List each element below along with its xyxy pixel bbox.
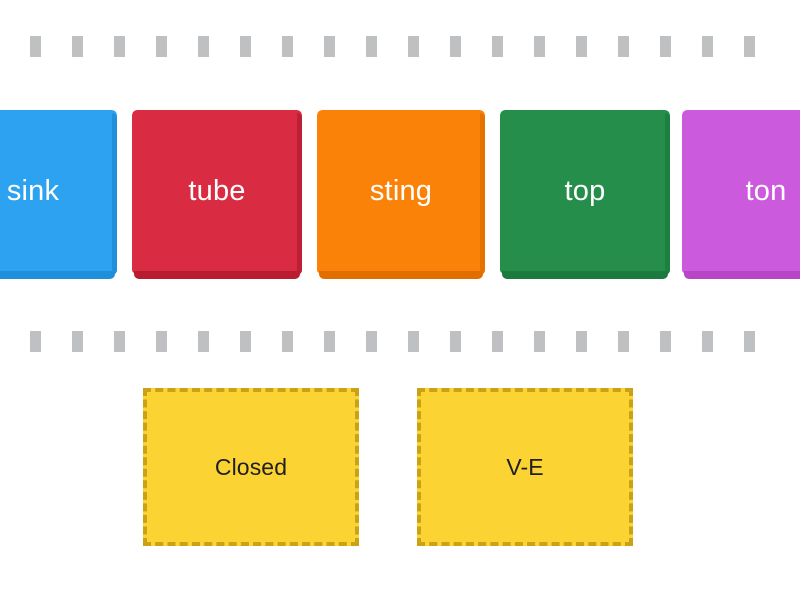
rail-dash	[198, 331, 209, 352]
rail-dash	[324, 331, 335, 352]
tile-face	[317, 110, 485, 273]
drop-target-label: Closed	[214, 453, 288, 480]
drop-target-label: V-E	[506, 453, 544, 480]
tile-face	[0, 110, 117, 273]
rail-dash	[618, 331, 629, 352]
word-tile-label: ton	[745, 175, 787, 207]
rail-dash	[282, 331, 293, 352]
middle-dashed-rail	[0, 331, 800, 352]
tile-bottom-edge	[502, 271, 668, 279]
word-tile-sting[interactable]: sting	[317, 110, 485, 279]
drop-target-closed[interactable]: Closed	[143, 388, 359, 546]
tile-face	[132, 110, 302, 273]
rail-dash	[450, 36, 461, 57]
rail-dash	[72, 331, 83, 352]
rail-dash	[534, 36, 545, 57]
word-tile-label: sink	[6, 175, 60, 207]
tile-side-edge	[297, 113, 302, 275]
rail-dash	[114, 331, 125, 352]
word-tile-strip: sink tube sting top ton	[0, 110, 800, 285]
tile-bottom-edge	[684, 271, 800, 279]
top-dashed-rail	[0, 36, 800, 57]
word-tile-top[interactable]: top	[500, 110, 670, 279]
word-tile-ton[interactable]: ton	[682, 110, 800, 279]
rail-dash	[156, 331, 167, 352]
rail-dash	[408, 331, 419, 352]
rail-dash	[30, 331, 41, 352]
tile-bottom-edge	[0, 271, 115, 279]
rail-dash	[324, 36, 335, 57]
rail-dash	[576, 331, 587, 352]
rail-dash	[702, 331, 713, 352]
drop-target-row: Closed V-E	[0, 388, 800, 548]
tile-side-edge	[665, 113, 670, 275]
rail-dash	[156, 36, 167, 57]
word-tile-tube[interactable]: tube	[132, 110, 302, 279]
tile-bottom-edge	[134, 271, 300, 279]
word-tile-label: sting	[369, 175, 433, 207]
rail-dash	[618, 36, 629, 57]
rail-leading-space	[0, 36, 30, 57]
rail-dash	[198, 36, 209, 57]
tile-side-edge	[112, 113, 117, 275]
rail-dash	[366, 331, 377, 352]
rail-dash	[744, 331, 755, 352]
rail-dash	[240, 36, 251, 57]
tile-side-edge	[480, 113, 485, 275]
rail-leading-space	[0, 331, 30, 352]
tile-face	[682, 110, 800, 273]
rail-dash	[492, 36, 503, 57]
rail-dash	[534, 331, 545, 352]
rail-dash	[240, 331, 251, 352]
rail-dash	[114, 36, 125, 57]
word-tile-label: tube	[188, 175, 246, 207]
rail-dash	[408, 36, 419, 57]
word-tile-sink[interactable]: sink	[0, 110, 117, 279]
rail-dash	[702, 36, 713, 57]
tile-bottom-edge	[319, 271, 483, 279]
rail-dash	[660, 36, 671, 57]
rail-dash	[492, 331, 503, 352]
rail-dash	[366, 36, 377, 57]
rail-dash	[744, 36, 755, 57]
tile-face	[500, 110, 670, 273]
rail-dash	[660, 331, 671, 352]
rail-dash	[450, 331, 461, 352]
rail-dash	[576, 36, 587, 57]
drop-target-v-e[interactable]: V-E	[417, 388, 633, 546]
rail-dash	[30, 36, 41, 57]
rail-dash	[72, 36, 83, 57]
rail-dash	[282, 36, 293, 57]
word-tile-label: top	[564, 175, 606, 207]
